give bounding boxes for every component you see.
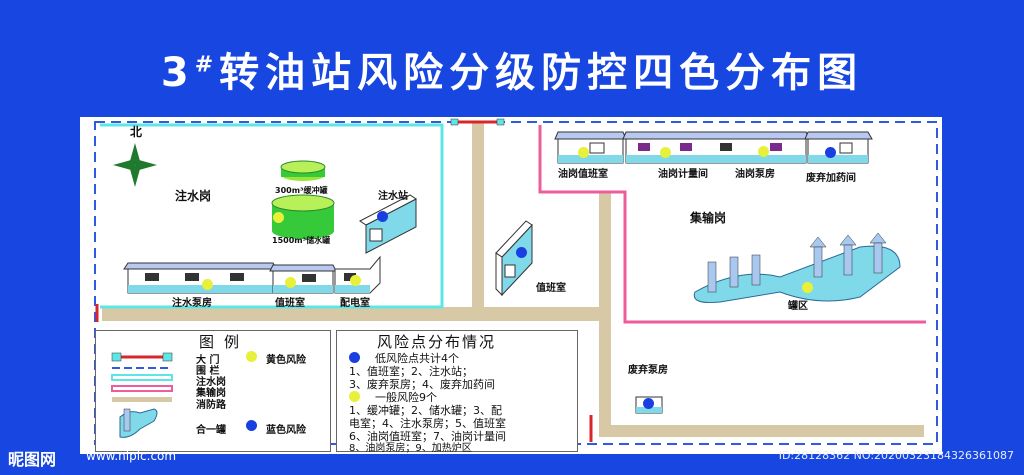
yellow-risk-dot — [350, 275, 361, 286]
risk-low-line-2: 3、废弃泵房；4、废弃加药间 — [349, 378, 495, 391]
center-duty-room-building — [495, 220, 533, 297]
yellow-risk-dot — [578, 147, 589, 158]
yellow-risk-dot — [802, 282, 813, 293]
legend-water-post: 注水岗 — [196, 377, 226, 388]
area-label-water-injection: 注水岗 — [175, 189, 212, 203]
legend-title: 图例 — [199, 333, 250, 351]
buffer-tank-300 — [280, 160, 326, 181]
pump-room-building — [123, 262, 278, 294]
risk-general-header: 一般风险9个 — [375, 391, 437, 404]
legend-yellow-risk: 黄色风险 — [266, 355, 306, 366]
label-pump-room: 注水泵房 — [172, 298, 212, 309]
legend-yellow-dot — [246, 351, 257, 362]
yellow-risk-dot — [285, 277, 296, 288]
yellow-risk-dot — [202, 279, 213, 290]
blue-risk-dot — [825, 147, 836, 158]
blue-risk-dot — [377, 211, 388, 222]
fire-road-bottom — [599, 425, 924, 437]
gathering-post-boundary — [538, 125, 926, 324]
risk-general-line-4: 8、油岗泵房；9、加热炉区 — [349, 443, 472, 454]
legend-fence: 围 栏 — [196, 366, 220, 377]
legend-tank: 合一罐 — [196, 425, 226, 436]
label-waste-pump: 废弃泵房 — [628, 365, 668, 376]
legend-gate: 大 门 — [196, 355, 220, 366]
risk-low-dot — [349, 352, 360, 363]
legend-blue-dot — [246, 420, 257, 431]
legend-blue-risk: 蓝色风险 — [266, 425, 306, 436]
duty-room-building — [269, 264, 337, 294]
risk-title: 风险点分布情况 — [377, 333, 497, 351]
legend-fire-road: 消防路 — [196, 400, 226, 411]
water-post-boundary — [100, 123, 444, 309]
oil-metering-building — [622, 131, 810, 164]
legend-swatches — [111, 352, 173, 438]
page-title: 3#转油站风险分级防控四色分布图 — [160, 50, 864, 96]
risk-distribution-panel: 风险点分布情况 低风险点共计4个 1、值班室；2、注水站； 3、废弃泵房；4、废… — [336, 330, 578, 454]
label-duty-room: 值班室 — [275, 298, 305, 309]
fire-road-right — [599, 192, 611, 427]
watermark-id: ID:28128362 NO:20200323184326361087 — [778, 449, 1014, 462]
storage-tank-1500 — [271, 194, 335, 239]
map-graphics — [94, 118, 938, 445]
label-oil-metering: 油岗计量间 — [658, 169, 708, 180]
blue-risk-dot — [516, 247, 527, 258]
fire-road-vertical — [472, 121, 484, 307]
risk-general-line-1: 1、缓冲罐；2、储水罐；3、配 — [349, 404, 502, 417]
area-label-gathering: 集输岗 — [690, 211, 727, 225]
yellow-risk-dot — [758, 146, 769, 157]
label-water-station: 注水站 — [378, 191, 408, 202]
label-tank-area: 罐区 — [788, 301, 808, 312]
watermark-url: www.nipic.com — [86, 449, 177, 463]
label-power-room: 配电室 — [340, 298, 370, 309]
label-oil-pump: 油岗泵房 — [735, 169, 775, 180]
blue-risk-dot — [643, 398, 654, 409]
oil-duty-room-building — [554, 131, 627, 164]
legend-panel: 图例 大 门 围 栏 注水岗 集输岗 消防路 合一罐 黄色风险 蓝色风险 — [95, 330, 331, 452]
site-map: 北 注水岗 集输岗 300m³缓冲罐 1500m³储水罐 注水站 注水泵房 值班… — [80, 117, 942, 454]
tank-area-group — [693, 232, 901, 303]
compass-north-label: 北 — [130, 125, 143, 139]
label-waste-chem: 废弃加药间 — [806, 173, 856, 184]
fire-road-horizontal — [102, 307, 607, 321]
label-tank-1500: 1500m³储水罐 — [272, 236, 331, 245]
label-center-duty-room: 值班室 — [536, 283, 566, 294]
yellow-risk-dot — [660, 147, 671, 158]
risk-general-line-3: 6、油岗值班室；7、油岗计量间 — [349, 430, 506, 443]
compass-icon — [113, 143, 157, 187]
label-tank-300: 300m³缓冲罐 — [275, 186, 328, 195]
waste-chem-building — [804, 131, 873, 164]
risk-general-dot — [349, 391, 360, 402]
label-oil-duty-room: 油岗值班室 — [558, 169, 608, 180]
water-station-building — [359, 194, 417, 254]
risk-low-header: 低风险点共计4个 — [375, 352, 459, 365]
risk-general-line-2: 电室；4、注水泵房；5、值班室 — [349, 417, 506, 430]
risk-low-line-1: 1、值班室；2、注水站； — [349, 365, 473, 378]
legend-gathering-post: 集输岗 — [196, 388, 226, 399]
watermark-site: 昵图网 — [8, 450, 57, 469]
yellow-risk-dot — [273, 212, 284, 223]
